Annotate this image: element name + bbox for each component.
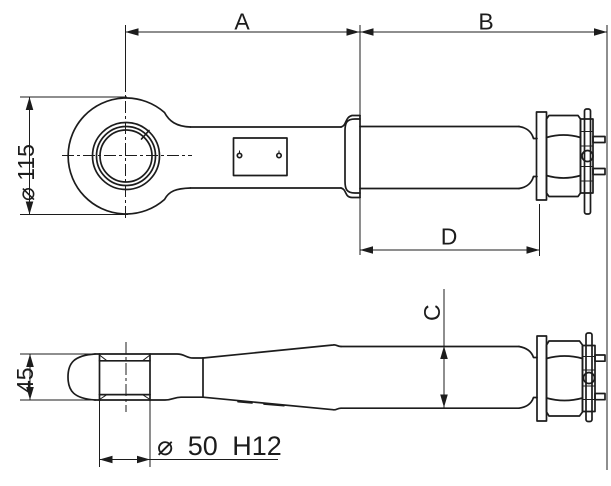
side-nut-facet-bottom	[545, 397, 584, 402]
hole-chamfer-diagonals	[99, 354, 151, 400]
arrow-45-bottom	[26, 387, 34, 400]
taper-bottom-edge	[202, 396, 342, 411]
arrow-d-right	[526, 246, 540, 254]
arrow-b-right	[594, 28, 607, 36]
side-crown-slots	[582, 356, 595, 400]
side-cotter-pin-eye	[582, 371, 596, 385]
arrow-dia115-bottom	[25, 201, 34, 215]
arrow-a-right	[346, 28, 360, 36]
collar-top-lip	[340, 114, 361, 128]
side-washer	[536, 335, 548, 422]
side-cotter-pin	[585, 332, 593, 423]
side-thread-stub-top	[594, 354, 606, 363]
dimension-lines	[20, 25, 608, 470]
eye-hole	[99, 129, 153, 183]
eye-bushing-outer	[91, 121, 161, 191]
arrow-45-top	[26, 354, 34, 367]
arrow-dia115-top	[25, 97, 34, 110]
taper-top-edge	[202, 344, 342, 359]
arrow-dia50-right	[137, 455, 150, 464]
nut-facet-bottom	[545, 174, 582, 179]
arrow-b-left	[360, 28, 374, 36]
side-neck-fillet-bottom	[518, 396, 538, 410]
eye-outline	[67, 97, 192, 215]
dimension-labels: A B D C ⌀ 115 45 ⌀ 50 H12	[12, 9, 494, 462]
side-thread-stub-bottom	[594, 392, 606, 401]
arrow-d-left	[360, 246, 373, 254]
thread-stub-top	[592, 135, 606, 144]
arrow-c-bottom	[440, 394, 448, 408]
side-nut-body	[545, 340, 584, 417]
plate-rivet-right	[275, 152, 283, 159]
side-bottom-edge	[94, 396, 204, 401]
nut-body	[545, 114, 582, 198]
nose-outline	[67, 353, 96, 401]
crown-slots	[580, 131, 593, 182]
top-view	[67, 97, 606, 215]
label-dim-c: C	[419, 304, 445, 321]
nut-facet-top	[545, 134, 582, 139]
arrow-c-top	[440, 346, 448, 359]
washer	[535, 111, 548, 201]
neck-fillet-top	[518, 125, 538, 140]
label-eye-side-height: 45	[12, 367, 38, 393]
dimension-arrowheads	[25, 28, 607, 464]
plate-rivet-left	[236, 152, 243, 159]
label-hole-diameter: ⌀ 50 H12	[157, 431, 282, 461]
collar-face	[344, 118, 361, 194]
side-neck-fillet-top	[518, 345, 538, 359]
collar-bottom-lip	[340, 187, 361, 199]
cotter-pin-eye	[581, 149, 594, 163]
side-view	[67, 332, 606, 423]
label-eye-diameter: ⌀ 115	[13, 144, 39, 201]
thread-stub-bottom	[592, 167, 606, 176]
forging-flash-marks	[237, 400, 285, 407]
label-dim-d: D	[441, 224, 458, 250]
bushing-split-slot	[140, 129, 150, 140]
eye-bushing-mid	[95, 125, 157, 187]
arrow-a-left	[125, 28, 139, 36]
side-top-edge	[94, 353, 204, 359]
data-plate	[232, 137, 288, 177]
label-dim-b: B	[478, 9, 493, 35]
arrow-dia50-left	[99, 455, 113, 464]
neck-fillet-bottom	[518, 175, 538, 190]
side-nut-facet-top	[545, 355, 584, 360]
label-dim-a: A	[234, 9, 250, 35]
